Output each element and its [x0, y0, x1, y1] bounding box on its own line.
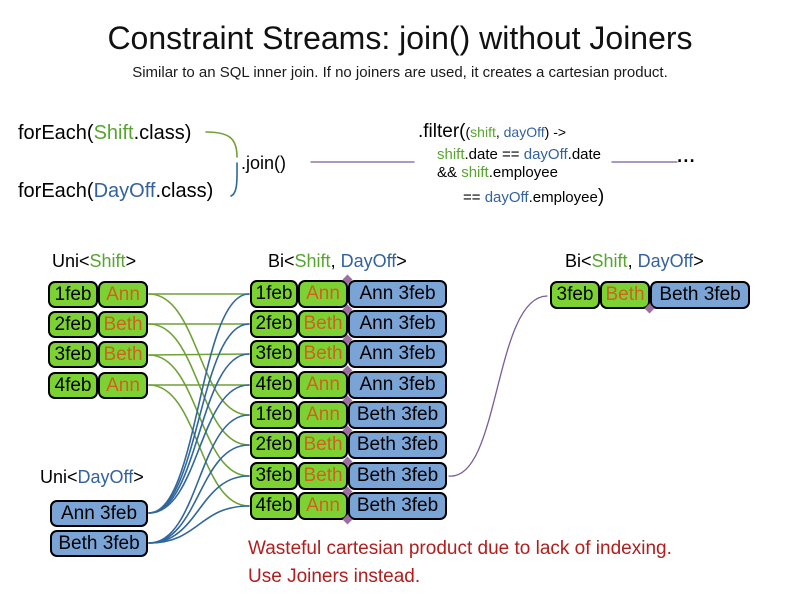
cartesian-employee-cell: Ann: [298, 492, 348, 520]
uni-dayoff-label: Uni<DayOff>: [40, 467, 144, 487]
shift-date-cell: 3feb: [48, 341, 98, 368]
dayoff-to-join-line: [230, 162, 238, 197]
cartesian-date-cell: 3feb: [250, 340, 298, 368]
cartesian-dayoff-cell: Beth 3feb: [348, 492, 447, 520]
join-code: .join(): [241, 153, 287, 173]
shift-employee-cell: Ann: [98, 372, 148, 399]
page-title: Constraint Streams: join() without Joine…: [107, 20, 693, 56]
warning-line-1: Wasteful cartesian product due to lack o…: [248, 538, 672, 559]
shift-employee-cell: Ann: [98, 281, 148, 308]
warning-text: Wasteful cartesian product due to lack o…: [248, 535, 672, 591]
cartesian-date-cell: 2feb: [250, 431, 298, 459]
cartesian-date-cell: 2feb: [250, 310, 298, 338]
warning-line-2: Use Joiners instead.: [248, 566, 421, 587]
cartesian-date-cell: 1feb: [250, 280, 298, 308]
shift-date-cell: 4feb: [48, 372, 98, 399]
filter-code-line1: .filter((shift, dayOff) ->: [418, 121, 567, 142]
ellipsis: ...: [676, 138, 696, 168]
dayoff-cell: Beth 3feb: [50, 530, 148, 557]
result-employee-cell: Beth: [600, 281, 650, 309]
dayoff-cell: Ann 3feb: [50, 500, 148, 527]
uni-shift-label: Uni<Shift>: [52, 251, 137, 271]
shift-date-cell: 1feb: [48, 281, 98, 308]
cartesian-date-cell: 4feb: [250, 492, 298, 520]
cartesian-dayoff-cell: Beth 3feb: [348, 462, 447, 490]
foreach-dayoff-code: forEach(DayOff.class): [18, 180, 214, 202]
cartesian-employee-cell: Beth: [298, 431, 348, 459]
cartesian-employee-cell: Beth: [298, 310, 348, 338]
cartesian-dayoff-cell: Beth 3feb: [348, 431, 447, 459]
filter-result-line: [448, 295, 548, 477]
filter-code-line3: && shift.employee: [437, 164, 558, 181]
shift-to-join-line: [205, 131, 238, 158]
cartesian-dayoff-cell: Ann 3feb: [348, 371, 447, 399]
bi-label-middle: Bi<Shift, DayOff>: [268, 251, 407, 271]
cartesian-employee-cell: Ann: [298, 280, 348, 308]
shift-date-cell: 2feb: [48, 311, 98, 338]
cartesian-date-cell: 1feb: [250, 401, 298, 429]
cartesian-dayoff-cell: Ann 3feb: [348, 280, 447, 308]
filter-code-line2: shift.date == dayOff.date: [437, 146, 602, 163]
cartesian-employee-cell: Beth: [298, 340, 348, 368]
bi-label-right: Bi<Shift, DayOff>: [565, 251, 704, 271]
result-dayoff-cell: Beth 3feb: [650, 281, 750, 309]
cartesian-dayoff-cell: Ann 3feb: [348, 310, 447, 338]
cartesian-date-cell: 4feb: [250, 371, 298, 399]
page-subtitle: Similar to an SQL inner join. If no join…: [132, 64, 668, 81]
shift-employee-cell: Beth: [98, 311, 148, 338]
cartesian-employee-cell: Beth: [298, 462, 348, 490]
cartesian-date-cell: 3feb: [250, 462, 298, 490]
cartesian-employee-cell: Ann: [298, 401, 348, 429]
cartesian-employee-cell: Ann: [298, 371, 348, 399]
shift-employee-cell: Beth: [98, 341, 148, 368]
filter-code-line4: == dayOff.employee): [463, 186, 605, 207]
foreach-shift-code: forEach(Shift.class): [18, 122, 192, 144]
cartesian-dayoff-cell: Beth 3feb: [348, 401, 447, 429]
cartesian-dayoff-cell: Ann 3feb: [348, 340, 447, 368]
result-date-cell: 3feb: [550, 281, 600, 309]
